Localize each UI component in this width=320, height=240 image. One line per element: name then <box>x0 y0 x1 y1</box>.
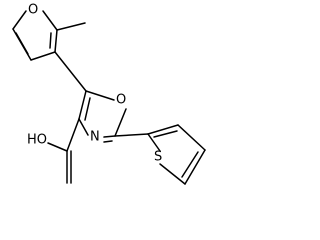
oxazole-bond-c2-n3 <box>103 135 116 138</box>
oxazole-bond-n3-c4 <box>78 118 89 136</box>
furan-bond-o1-c2 <box>42 10 58 31</box>
acid-bond-ring-carbon <box>66 118 80 152</box>
thiophene-bond-s1-c5 <box>159 163 186 185</box>
oxazole-bond-c5-o1 <box>85 90 115 101</box>
oxazole-ring <box>54 51 127 143</box>
thiophene-bond-c4-c3 <box>177 124 206 151</box>
oxazole-bond-c4-c5 <box>78 90 87 120</box>
furan-ring <box>12 10 86 61</box>
thiophene-ring <box>114 124 206 185</box>
furan-oxygen-label: O <box>28 3 38 18</box>
furan-bond-c2-c3-inner <box>49 32 52 49</box>
oxazole-bond-c2-n3-inner <box>103 140 113 143</box>
oxazole-bond-o1-c2 <box>114 108 127 137</box>
thiophene-bond-c3-c2 <box>147 124 179 135</box>
carboxyl-hydroxyl-label: HO <box>27 133 47 148</box>
thiophene-bond-c5-c4 <box>184 149 206 185</box>
thiophene-sulfur-label: S <box>154 150 162 165</box>
acid-bond-hydroxyl <box>47 142 68 152</box>
methyl-bond <box>56 22 86 31</box>
furan-bond-c2-c3 <box>54 29 58 53</box>
chemical-structure: O O N S HO <box>12 3 206 185</box>
thiophene-bond-c2-s1 <box>147 133 161 152</box>
thiophene-bond-c5-c4-inner <box>181 151 199 178</box>
oxazole-nitrogen-label: N <box>90 130 100 145</box>
furan-bond-c4b-c5-inner <box>15 32 29 55</box>
oxazole-oxygen-label: O <box>116 93 126 108</box>
furan-bond-c3-c4b <box>30 51 56 61</box>
thiophene-bond-c3-c2-inner <box>153 130 178 138</box>
furan-bond-c4-o1 <box>12 10 27 30</box>
carboxylic-acid <box>47 118 80 184</box>
furan-oxazole-link <box>54 51 87 92</box>
oxazole-bond-c4-c5-inner <box>84 97 91 121</box>
oxazole-thiophene-link <box>114 133 149 137</box>
